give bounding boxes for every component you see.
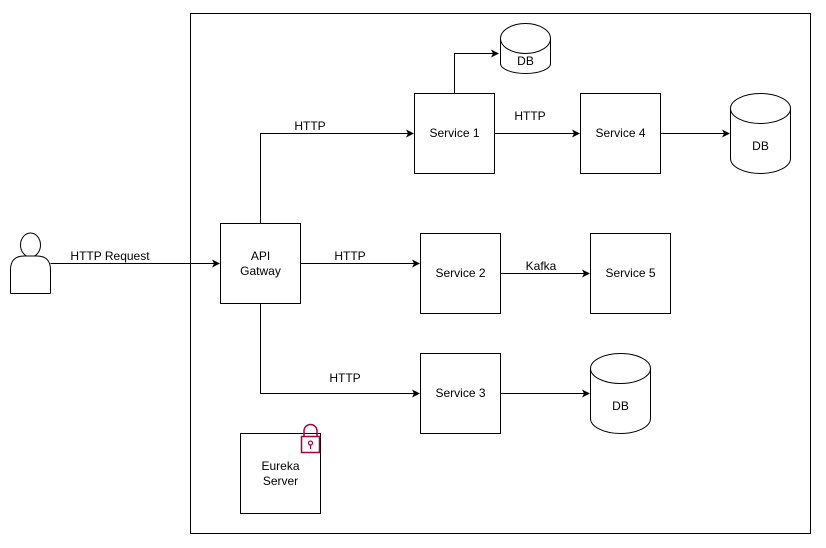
service3-node[interactable]: Service 3 [420, 353, 501, 434]
service3-label: Service 3 [435, 386, 485, 400]
lock-icon [300, 423, 321, 454]
edge-label-service1-service4: HTTP [514, 109, 545, 123]
db-service3-label: DB [612, 399, 629, 413]
service1-label: Service 1 [429, 126, 479, 140]
db-service3-node[interactable]: DB [590, 353, 651, 434]
eureka-label-line1: Eureka [261, 459, 299, 473]
edge-service1-to-db [454, 49, 499, 94]
db-service4-node[interactable]: DB [730, 93, 791, 174]
db-service4-label: DB [752, 139, 769, 153]
edge-label-service2-service5: Kafka [526, 259, 557, 273]
system-boundary [190, 13, 811, 534]
api-gateway-label-line2: Gatway [240, 264, 281, 278]
service1-node[interactable]: Service 1 [414, 93, 495, 174]
edge-gateway-to-service1 [260, 129, 414, 224]
api-gateway-node[interactable]: API Gatway [220, 223, 301, 304]
service4-node[interactable]: Service 4 [580, 93, 661, 174]
user-icon [10, 232, 51, 294]
db-service1-node[interactable]: DB [500, 23, 551, 74]
service4-label: Service 4 [595, 126, 645, 140]
eureka-label-line2: Server [263, 474, 298, 488]
service5-label: Service 5 [605, 266, 655, 280]
service2-node[interactable]: Service 2 [420, 233, 501, 314]
edge-label-gateway-service3: HTTP [329, 371, 360, 385]
edge-label-gateway-service2: HTTP [334, 249, 365, 263]
edge-label-http-request: HTTP Request [70, 249, 150, 263]
api-gateway-label-line1: API [251, 249, 270, 263]
edge-gateway-to-service3 [260, 303, 420, 398]
service2-label: Service 2 [435, 266, 485, 280]
service5-node[interactable]: Service 5 [590, 233, 671, 314]
db-service1-label: DB [517, 54, 534, 68]
edge-label-gateway-service1: HTTP [294, 119, 325, 133]
